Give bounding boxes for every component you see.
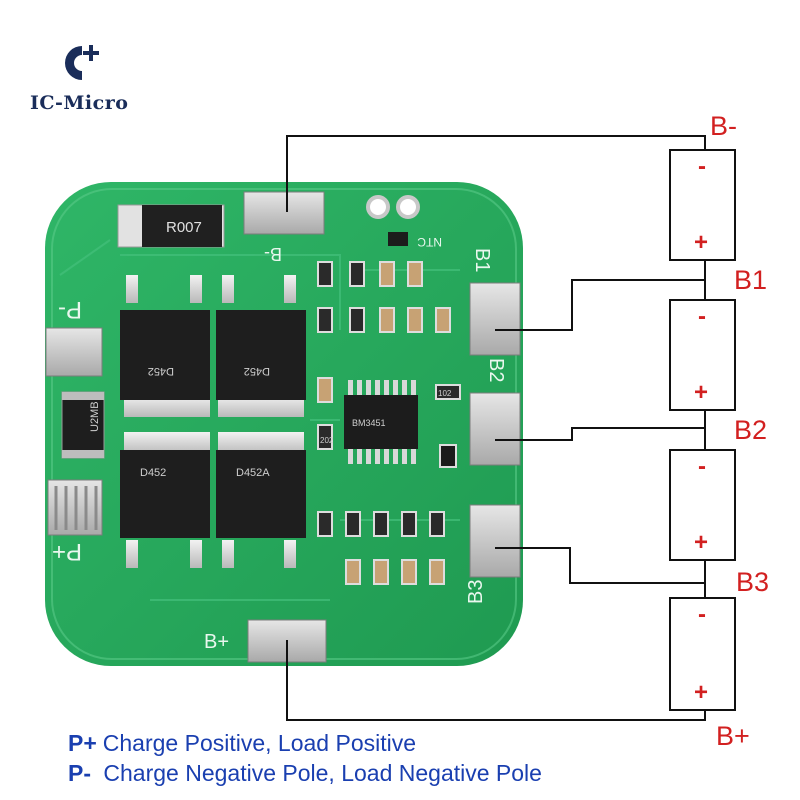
- cell4-positive: +: [694, 679, 708, 706]
- label-b2: B2: [734, 415, 767, 445]
- silk-ntc: NTC: [417, 235, 442, 249]
- protection-ic: [344, 380, 418, 464]
- label-b1: B1: [734, 265, 767, 295]
- pad-b2: [469, 392, 521, 466]
- silk-r-102: 102: [438, 389, 452, 398]
- p-plus-pad-stripes: [54, 486, 98, 530]
- battery-cell-4: [669, 597, 736, 711]
- wire-b1: [495, 260, 706, 331]
- legend-key-p-minus: P-: [68, 760, 91, 786]
- silk-mosfet-bl: D452: [140, 467, 166, 479]
- cell1-negative: -: [698, 153, 706, 180]
- silk-mosfet-br: D452A: [236, 467, 270, 479]
- wire-b2: [495, 410, 706, 441]
- smd-passives: [317, 261, 461, 585]
- pcb-board: [45, 182, 523, 666]
- silk-b1: B1: [471, 248, 493, 272]
- silk-r007: R007: [166, 219, 202, 236]
- silk-u2mb: U2MB: [89, 401, 101, 432]
- cell2-positive: +: [694, 379, 708, 406]
- ntc-hole-2: [396, 195, 420, 219]
- brand-name: IC-Micro: [30, 92, 129, 114]
- silk-p-plus: P+: [52, 538, 82, 565]
- ic-micro-logo-icon: [65, 45, 99, 80]
- mosfet-top-right: [216, 275, 306, 417]
- silk-b-minus: B-: [264, 244, 282, 264]
- silk-ic-marking: BM3451: [352, 418, 386, 428]
- label-b-plus: B+: [716, 721, 750, 751]
- cell3-negative: -: [698, 453, 706, 480]
- pad-b3: [469, 504, 521, 578]
- mosfet-top-left: [120, 275, 210, 417]
- silk-b2: B2: [485, 358, 507, 382]
- wire-b-plus: [286, 640, 706, 721]
- battery-cells: [669, 149, 736, 711]
- label-b3: B3: [736, 567, 769, 597]
- pad-b1: [469, 282, 521, 356]
- silk-mosfet-tl: D452: [148, 365, 174, 377]
- battery-cell-1: [669, 149, 736, 261]
- pad-b-minus: [243, 191, 325, 235]
- wire-b3: [495, 547, 706, 584]
- cell1-positive: +: [694, 229, 708, 256]
- silk-r-202: 202: [320, 436, 334, 445]
- legend-key-p-plus: P+: [68, 730, 97, 756]
- legend-text-p-plus: Charge Positive, Load Positive: [102, 730, 417, 756]
- mosfet-bottom-left: [120, 432, 210, 568]
- ntc-hole-1: [366, 195, 390, 219]
- mosfet-bottom-right: [216, 432, 306, 568]
- wiring: [286, 135, 706, 721]
- cell3-positive: +: [694, 529, 708, 556]
- legend-p-plus: P+Charge Positive, Load Positive: [68, 730, 416, 757]
- legend-text-p-minus: Charge Negative Pole, Load Negative Pole: [97, 760, 542, 786]
- silk-p-minus: P-: [58, 296, 82, 323]
- legend-p-minus: P- Charge Negative Pole, Load Negative P…: [68, 760, 542, 787]
- silk-mosfet-tr: D452: [244, 365, 270, 377]
- brand-logo: [52, 38, 112, 88]
- battery-cell-3: [669, 449, 736, 561]
- battery-cell-2: [669, 299, 736, 411]
- pad-p-minus: [45, 327, 103, 377]
- cell2-negative: -: [698, 303, 706, 330]
- wire-b-minus: [286, 135, 706, 212]
- cell4-negative: -: [698, 601, 706, 628]
- label-b-minus: B-: [710, 111, 737, 141]
- silk-b-plus: B+: [204, 631, 229, 653]
- silk-b3: B3: [465, 580, 487, 604]
